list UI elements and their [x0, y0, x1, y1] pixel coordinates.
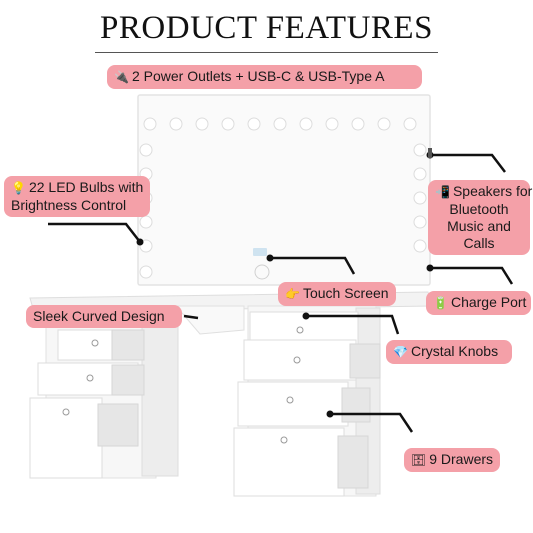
leader-drawers — [330, 412, 414, 433]
pointing-hand-icon: 👉 — [285, 287, 300, 301]
led-bulb — [413, 191, 427, 205]
leader-dot — [266, 254, 274, 262]
leader-dot — [426, 264, 434, 272]
leader-knobs — [306, 314, 400, 335]
crystal-knob — [280, 436, 288, 444]
feature-speakers: 📲Speakers for Bluetooth Music and Calls — [428, 180, 533, 255]
feature-speakers-line3: Music and — [447, 218, 511, 234]
drawers-icon: 🗄 — [411, 453, 427, 467]
led-bulb — [169, 117, 183, 131]
feature-led-line2: Brightness Control — [11, 197, 127, 213]
led-bulb — [377, 117, 391, 131]
leader-speakers — [430, 153, 506, 173]
feature-power-text: 2 Power Outlets + USB-C & USB-Type A — [131, 68, 385, 84]
led-bulb — [413, 143, 427, 157]
feature-curved: Sleek Curved Design — [26, 305, 182, 328]
led-bulb — [273, 117, 287, 131]
led-bulb — [413, 215, 427, 229]
drawer-r2-box — [349, 343, 381, 379]
led-bulb — [325, 117, 339, 131]
leader-dot — [302, 312, 310, 320]
led-bulb — [413, 167, 427, 181]
led-bulb — [195, 117, 209, 131]
bulb-icon: 💡 — [11, 181, 26, 195]
feature-curved-text: Sleek Curved Design — [33, 308, 165, 324]
leader-led — [48, 222, 141, 243]
feature-power: 🔌2 Power Outlets + USB-C & USB-Type A — [107, 65, 422, 89]
led-bulb — [139, 143, 153, 157]
led-bulb — [139, 215, 153, 229]
title-underline — [95, 52, 438, 53]
feature-led-line1: 22 LED Bulbs with — [28, 179, 144, 195]
touch-panel — [253, 248, 267, 256]
battery-icon: 🔋 — [433, 296, 448, 310]
crystal-knob — [91, 339, 99, 347]
crystal-knob — [286, 396, 294, 404]
crystal-knob — [62, 408, 70, 416]
leader-dot — [326, 410, 334, 418]
drawer-l3-box — [97, 403, 139, 447]
phone-icon: 📲 — [435, 185, 450, 199]
led-bulb — [247, 117, 261, 131]
led-bulb — [299, 117, 313, 131]
feature-speakers-line4: Calls — [463, 235, 495, 251]
crystal-knob — [293, 356, 301, 364]
gem-icon: 💎 — [393, 345, 408, 359]
left-pedestal-side — [141, 311, 179, 477]
drawer-l2-box — [111, 364, 145, 396]
page-title: PRODUCT FEATURES — [100, 10, 433, 46]
crystal-knob — [296, 326, 304, 334]
led-bulb — [351, 117, 365, 131]
led-bulb — [413, 239, 427, 253]
feature-drawers: 🗄9 Drawers — [404, 448, 500, 472]
led-bulb — [139, 265, 153, 279]
drawer-r3 — [237, 381, 349, 427]
touch-button — [254, 264, 270, 280]
feature-led: 💡22 LED Bulbs with Brightness Control — [4, 176, 150, 217]
led-bulb — [221, 117, 235, 131]
led-bulb — [143, 117, 157, 131]
drawer-l1-box — [111, 329, 145, 361]
leader-curved — [183, 314, 199, 320]
feature-drawers-text: 9 Drawers — [429, 451, 494, 467]
drawer-r4-box — [337, 435, 369, 489]
plug-icon: 🔌 — [114, 70, 129, 84]
outlet-panel — [428, 148, 432, 158]
led-bulb — [403, 117, 417, 131]
feature-knobs: 💎Crystal Knobs — [386, 340, 512, 364]
center-drawer — [174, 305, 245, 335]
crystal-knob — [86, 374, 94, 382]
leader-dot — [136, 238, 144, 246]
feature-charge: 🔋Charge Port — [426, 291, 531, 315]
leader-touch — [270, 256, 356, 275]
feature-touch-text: Touch Screen — [302, 285, 389, 301]
drawer-r4 — [233, 427, 345, 497]
feature-touch: 👉Touch Screen — [278, 282, 396, 306]
feature-speakers-line1: Speakers for — [452, 183, 533, 199]
leader-charge — [430, 266, 514, 285]
feature-charge-text: Charge Port — [450, 294, 527, 310]
drawer-r3-box — [341, 387, 371, 423]
feature-speakers-line2: Bluetooth — [449, 201, 509, 217]
feature-knobs-text: Crystal Knobs — [410, 343, 499, 359]
